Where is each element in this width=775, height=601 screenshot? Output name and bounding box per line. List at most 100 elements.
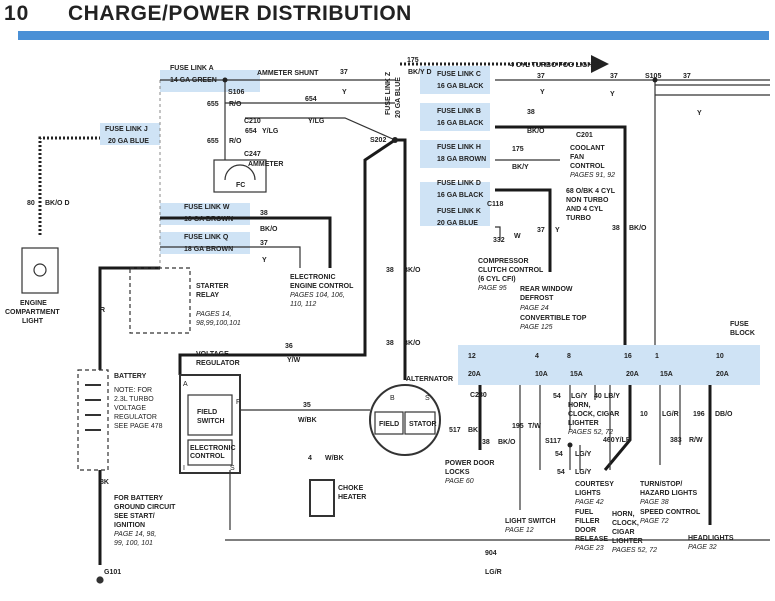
wire-label: 37	[610, 73, 618, 80]
wire-label: 80	[27, 200, 35, 207]
wire-label: Y	[697, 110, 702, 117]
defrost-label-4: CONVERTIBLE TOP	[520, 315, 587, 322]
wire-label: BK/Y D	[408, 69, 432, 76]
wire-label: 38	[482, 439, 490, 446]
splice-dot	[652, 77, 658, 83]
field-switch-label-1: FIELD	[197, 409, 217, 416]
wire-label: 38	[386, 267, 394, 274]
wire-label: 36	[285, 343, 293, 350]
splice-dot	[567, 442, 573, 448]
reg-term-i: I	[183, 465, 185, 472]
power-door-1: POWER DOOR	[445, 460, 494, 467]
fuse-pin-4: 4	[535, 353, 539, 360]
fuse-link-k-name: FUSE LINK K	[437, 208, 481, 215]
fuse-link-z-name: FUSE LINK Z	[385, 71, 392, 115]
turn-3: PAGE 38	[640, 499, 669, 506]
eec-label-1: ELECTRONIC	[290, 274, 336, 281]
power-door-2: LOCKS	[445, 469, 470, 476]
splice-s105: S105	[645, 73, 661, 80]
horn-lower-5: PAGES 52, 72	[612, 547, 657, 554]
choke-heater-label-1: CHOKE	[338, 485, 364, 492]
cyl-note-1: 68 O/BK 4 CYL	[566, 188, 616, 195]
splice-s117: S117	[545, 438, 561, 445]
cyl-note-2: NON TURBO	[566, 197, 609, 204]
compressor-label-3: (6 CYL CFI)	[478, 276, 516, 283]
lamp-icon	[33, 263, 47, 277]
ammeter-box	[213, 159, 267, 193]
reg-term-s: S	[230, 465, 235, 472]
wire-label: R/O	[229, 138, 242, 145]
wire-label: 40	[594, 393, 602, 400]
light-switch-1: LIGHT SWITCH	[505, 518, 556, 525]
wire-label: Y	[342, 89, 347, 96]
battery-ground-6: 99, 100, 101	[114, 540, 153, 547]
fuse-link-d-gauge: 16 GA BLACK	[437, 192, 483, 199]
horn-lower-3: CIGAR	[612, 529, 635, 536]
wire-label: 8K	[100, 479, 109, 486]
wire-label: 38	[612, 225, 620, 232]
fuse-link-c-name: FUSE LINK C	[437, 71, 481, 78]
fuse-link-j-wire	[38, 136, 100, 235]
defrost-label-2: DEFROST	[520, 295, 554, 302]
defrost-label-5: PAGE 125	[520, 324, 553, 331]
horn-upper-4: PAGES 52, 72	[568, 429, 613, 436]
wire-label: BK/O	[498, 439, 516, 446]
fuse-link-d-name: FUSE LINK D	[437, 180, 481, 187]
regulator-box	[179, 374, 241, 474]
battery-note-1: NOTE: FOR	[114, 387, 152, 394]
battery-note-4: REGULATOR	[114, 414, 157, 421]
fuse-amp-4: 10A	[535, 371, 548, 378]
wire-label: 35	[303, 402, 311, 409]
battery-ground-3: SEE START/	[114, 513, 155, 520]
cyl-note-3: AND 4 CYL	[566, 206, 604, 213]
wire-label: BK/O	[403, 340, 421, 347]
fuse-pin-10: 10	[716, 353, 724, 360]
wire-label: Y/LB	[615, 437, 631, 444]
alt-field-box	[374, 411, 404, 435]
fuse-link-w-gauge: 18 GA BROWN	[184, 216, 233, 223]
fuse-link-j-gauge: 20 GA BLUE	[108, 138, 149, 145]
wire-label: 54	[555, 451, 563, 458]
fuse-link-highlights	[100, 66, 760, 385]
turn-2: HAZARD LIGHTS	[640, 490, 697, 497]
wire-label: BK/O	[527, 128, 545, 135]
fuse-link-k-gauge: 20 GA BLUE	[437, 220, 478, 227]
alt-stator-box	[404, 411, 436, 435]
wire-label: 460	[603, 437, 615, 444]
battery-ground-4: IGNITION	[114, 522, 145, 529]
splice-s106: S106	[228, 89, 244, 96]
connector-c201: C201	[576, 132, 593, 139]
wire-label: Y	[540, 89, 545, 96]
wire-label: DB/O	[715, 411, 733, 418]
wire-label: BK/O	[260, 226, 278, 233]
wire-label: BK/O	[629, 225, 647, 232]
starter-relay-label-2: RELAY	[196, 292, 219, 299]
light-wires	[160, 79, 770, 541]
ammeter-label: AMMETER	[248, 161, 283, 168]
fuse-link-z-gauge: 20 GA BLUE	[395, 77, 402, 118]
choke-heater-label-2: HEATER	[338, 494, 366, 501]
wire-label: LG/Y	[571, 393, 588, 400]
horn-lower-2: CLOCK,	[612, 520, 639, 527]
wire-label: 904	[485, 550, 497, 557]
connector-c118: C118	[487, 201, 503, 208]
wire-label: 37	[537, 227, 545, 234]
alt-term-b: B	[390, 395, 395, 402]
wire-label: 654	[245, 128, 257, 135]
electronic-control-box	[187, 439, 233, 466]
field-switch-label-2: SWITCH	[197, 418, 225, 425]
starter-pages-1: PAGES 14,	[196, 311, 231, 318]
splice-s202: S202	[370, 137, 386, 144]
wire-label: Y/W	[287, 357, 301, 364]
connector-c280: C280	[470, 392, 487, 399]
fog-lights-label: 4 CYL TURBO FOG LIGHTS	[510, 62, 602, 69]
fuse-link-b-name: FUSE LINK B	[437, 108, 481, 115]
splice-dot	[222, 77, 228, 83]
battery-note-3: VOLTAGE	[114, 405, 146, 412]
engine-light-label-2: COMPARTMENT	[5, 309, 60, 316]
page-title: CHARGE/POWER DISTRIBUTION	[68, 2, 412, 25]
fuse-link-w-name: FUSE LINK W	[184, 204, 230, 211]
connector-c247: C247	[244, 151, 261, 158]
wire-label: 654	[305, 96, 317, 103]
fuse-link-h-name: FUSE LINK H	[437, 144, 481, 151]
